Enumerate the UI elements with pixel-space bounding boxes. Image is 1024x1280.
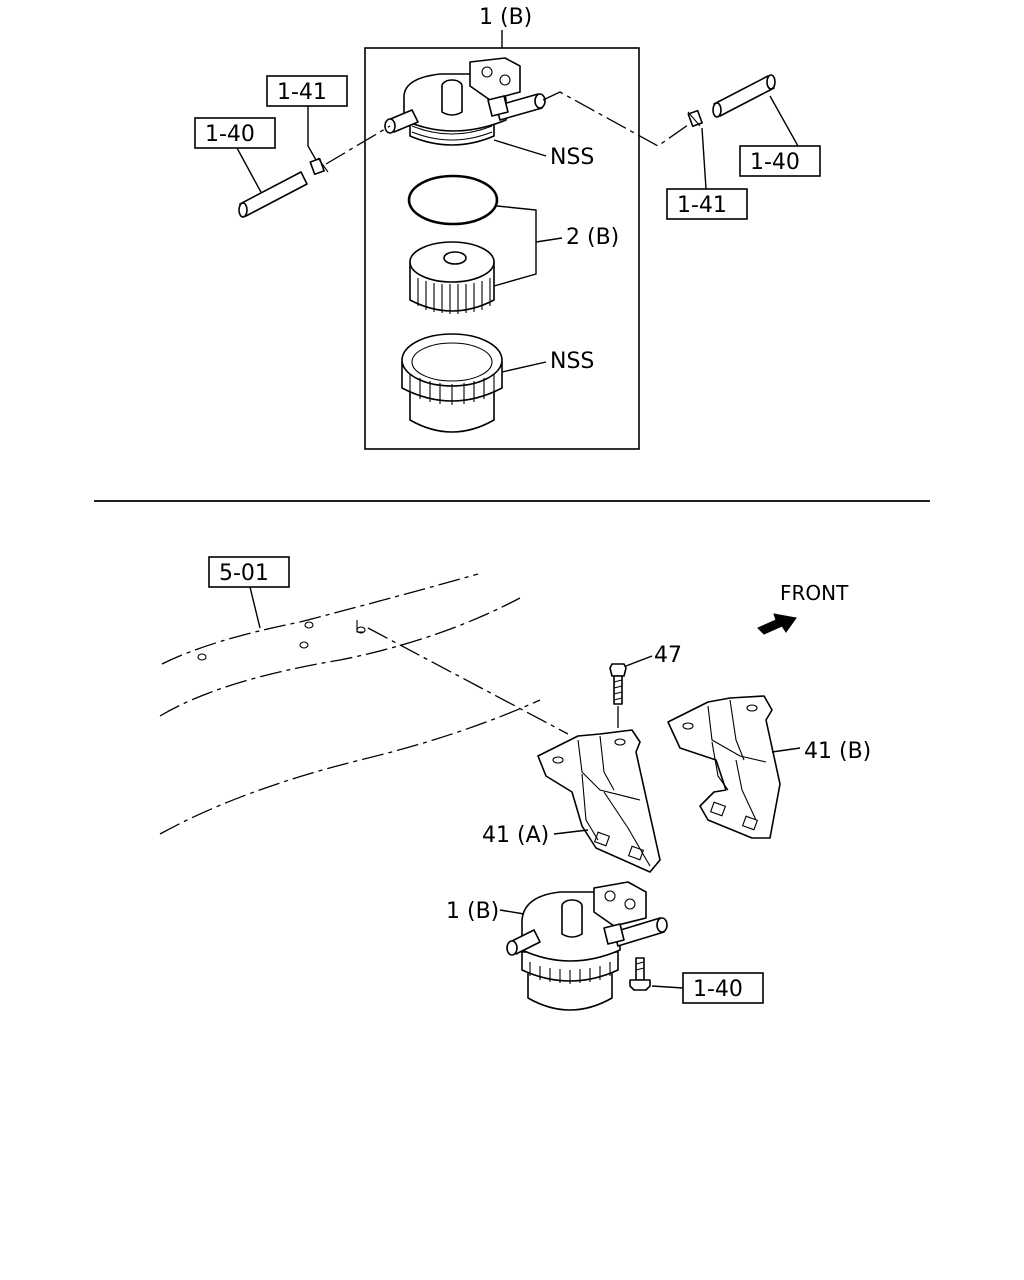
left-hose [238,171,308,218]
bolt-ref: 1-40 [693,977,743,1002]
right-clip-ref-box [666,188,748,220]
frame-ref-box [208,556,290,588]
right-hose-ref: 1-40 [750,150,800,175]
top-nss-label: NSS [550,145,594,170]
right-hose [712,74,776,118]
filter-head [384,57,546,146]
left-hose-ref-box [194,117,276,149]
bracket-a-label: 41 (A) [482,823,549,848]
bracket-41a [537,729,661,873]
filter-bowl [401,333,503,433]
bottom-nss-label: NSS [550,349,594,374]
bolt-ref-box [682,972,764,1004]
left-clip-ref-box [266,75,348,107]
left-clip-ref: 1-41 [277,80,327,105]
o-ring [407,174,499,226]
bracket-41b [667,695,781,839]
top-view: 1 (B) NSS [194,5,821,450]
bolt-label: 47 [654,643,682,668]
filter-element [409,241,495,314]
mounting-bolt [629,957,651,991]
right-clip-ref: 1-41 [677,193,727,218]
assembly-label: 1 (B) [479,5,532,30]
chassis-frame [159,573,541,835]
front-label: FRONT [780,581,849,605]
right-hose-ref-box [739,145,821,177]
bolt-47 [609,663,627,705]
bottom-view: 5-01 FRONT 47 41 (A) [159,556,871,1011]
frame-ref: 5-01 [219,561,269,586]
front-arrow-icon [757,613,797,635]
element-set-label: 2 (B) [566,225,619,250]
right-clip [687,109,703,128]
filter-assembly-small [506,881,668,1011]
left-hose-ref: 1-40 [205,122,255,147]
filter-label: 1 (B) [446,899,499,924]
bracket-b-label: 41 (B) [804,739,871,764]
left-clip [309,157,329,176]
